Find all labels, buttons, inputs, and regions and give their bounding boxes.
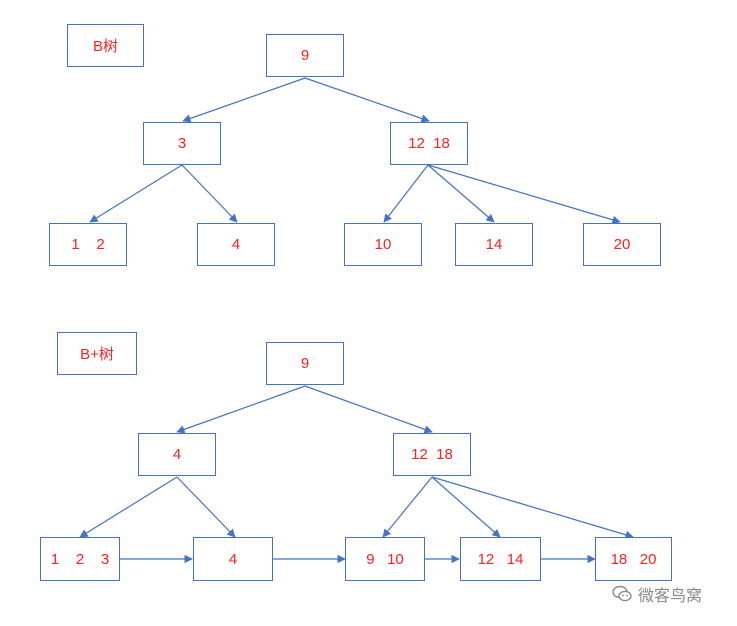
bplus-title: B+树 [57, 332, 137, 375]
bplus-leaf-18-20: 18 20 [595, 537, 672, 581]
bplus-edge-1218-1820 [431, 476, 634, 539]
bplus-root-node: 9 [266, 342, 344, 385]
bplus-edge-4-4 [176, 476, 236, 538]
bplus-leaf-4: 4 [193, 537, 273, 581]
watermark: 微客鸟窝 [612, 582, 702, 606]
btree-leaf-20: 20 [583, 223, 661, 266]
bplus-node-12-18: 12 18 [393, 433, 471, 476]
bplus-leaf-12-14: 12 14 [460, 537, 541, 581]
btree-edge-root-left [182, 77, 306, 123]
btree-leaf-10: 10 [344, 223, 422, 266]
btree-edge-3-4 [181, 164, 238, 223]
btree-leaf-4: 4 [197, 223, 275, 266]
bplus-edge-1218-1214 [431, 476, 501, 538]
bplus-edge-1218-910 [382, 476, 433, 538]
btree-leaf-14: 14 [455, 223, 533, 266]
btree-edge-1218-20 [427, 164, 621, 224]
btree-edge-root-right [304, 77, 430, 123]
btree-node-12-18: 12 18 [390, 122, 468, 165]
btree-node-3: 3 [143, 122, 221, 165]
bplus-leaf-1-2-3: 1 2 3 [40, 537, 120, 581]
bplus-node-4: 4 [138, 433, 216, 476]
btree-edge-3-1-2 [89, 164, 183, 223]
btree-edge-1218-14 [427, 164, 495, 223]
btree-edge-1218-10 [383, 164, 429, 223]
btree-leaf-1-2: 1 2 [49, 223, 127, 266]
btree-root-node: 9 [266, 34, 344, 77]
bplus-edge-root-left [176, 385, 306, 434]
bplus-edge-root-right [304, 385, 433, 434]
bplus-leaf-9-10: 9 10 [345, 537, 425, 581]
watermark-text: 微客鸟窝 [638, 588, 703, 605]
wechat-icon [612, 585, 632, 603]
btree-title: B树 [67, 24, 144, 67]
bplus-edge-4-123 [79, 476, 178, 538]
